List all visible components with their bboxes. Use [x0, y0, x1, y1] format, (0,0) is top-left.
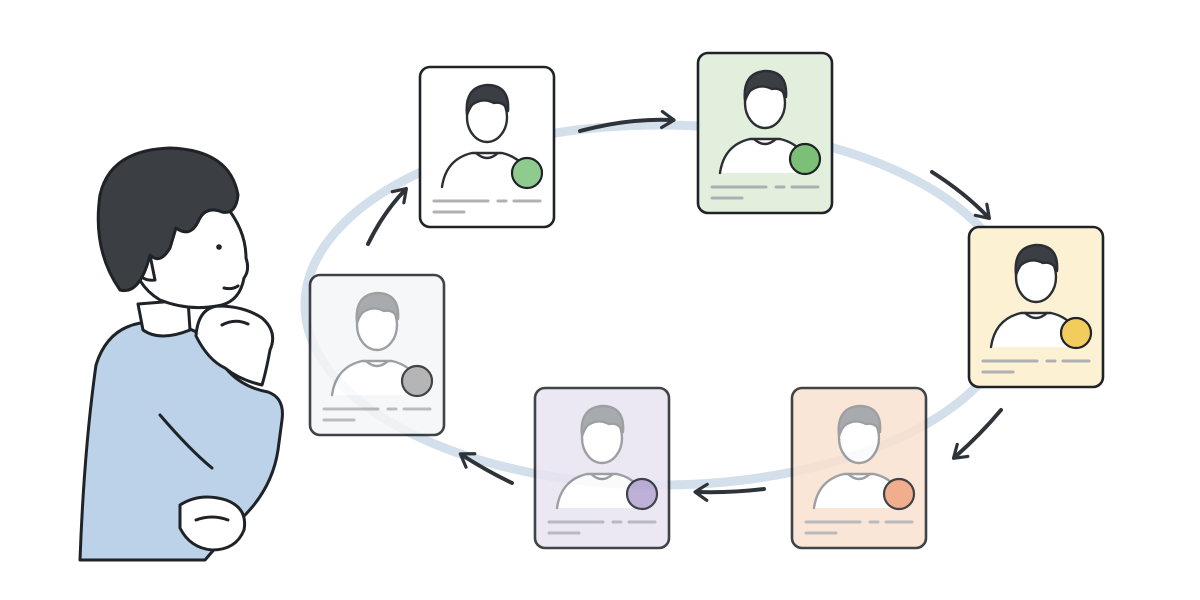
silhouette-hair: [837, 404, 882, 438]
thinker-neck: [136, 298, 192, 338]
profile-card-4: [790, 386, 928, 550]
profile-card-2: [696, 51, 834, 215]
cycle-arrow-icon: [366, 186, 408, 246]
silhouette-collar: [752, 137, 778, 146]
silhouette-hair: [580, 404, 625, 438]
status-dot-icon: [400, 364, 434, 398]
thinker-lower-hand: [178, 495, 247, 552]
silhouette-collar: [846, 472, 872, 481]
profile-card-3: [967, 225, 1105, 389]
cycle-arrow-icon: [951, 408, 1003, 460]
cycle-arrow-icon: [578, 109, 676, 133]
card-text-placeholder: [804, 520, 914, 535]
status-dot-icon: [625, 477, 659, 511]
thinker-arm-line: [158, 413, 214, 470]
thinker-hair: [96, 146, 240, 293]
person-silhouette-icon: [555, 404, 649, 510]
profile-card-6: [308, 273, 446, 437]
thinker-finger: [220, 319, 250, 327]
silhouette-hair: [465, 83, 510, 117]
profile-cards: [308, 51, 1105, 550]
profile-card-5: [533, 386, 671, 550]
status-dot-icon: [882, 477, 916, 511]
status-dot-icon: [788, 142, 822, 176]
card-text-placeholder: [981, 359, 1091, 374]
silhouette-hair: [1014, 243, 1059, 277]
card-text-placeholder: [547, 520, 657, 535]
person-silhouette-icon: [330, 291, 424, 397]
status-dot-icon: [1059, 316, 1093, 350]
status-dot-icon: [510, 156, 544, 190]
card-text-placeholder: [432, 199, 542, 214]
person-silhouette-icon: [989, 243, 1083, 349]
thinker-hand: [194, 304, 275, 387]
cycle-arrows: [366, 109, 1003, 502]
silhouette-hair: [355, 291, 400, 325]
silhouette-collar: [364, 359, 390, 368]
person-silhouette-icon: [718, 69, 812, 175]
silhouette-collar: [474, 151, 500, 160]
silhouette-collar: [1023, 311, 1049, 320]
thinker-lower-finger: [194, 515, 230, 522]
cycle-arrow-icon: [693, 482, 766, 502]
card-text-placeholder: [322, 407, 432, 422]
card-text-placeholder: [710, 185, 820, 200]
thinking-person-icon: [78, 146, 284, 562]
thinker-mouth: [222, 284, 240, 291]
cycle-arrow-icon: [930, 170, 991, 221]
person-silhouette-icon: [812, 404, 906, 510]
silhouette-hair: [743, 69, 788, 103]
silhouette-collar: [589, 472, 615, 481]
profile-card-1: [418, 65, 556, 229]
cycle-arrow-icon: [458, 452, 514, 485]
thinker-eye: [216, 244, 222, 250]
